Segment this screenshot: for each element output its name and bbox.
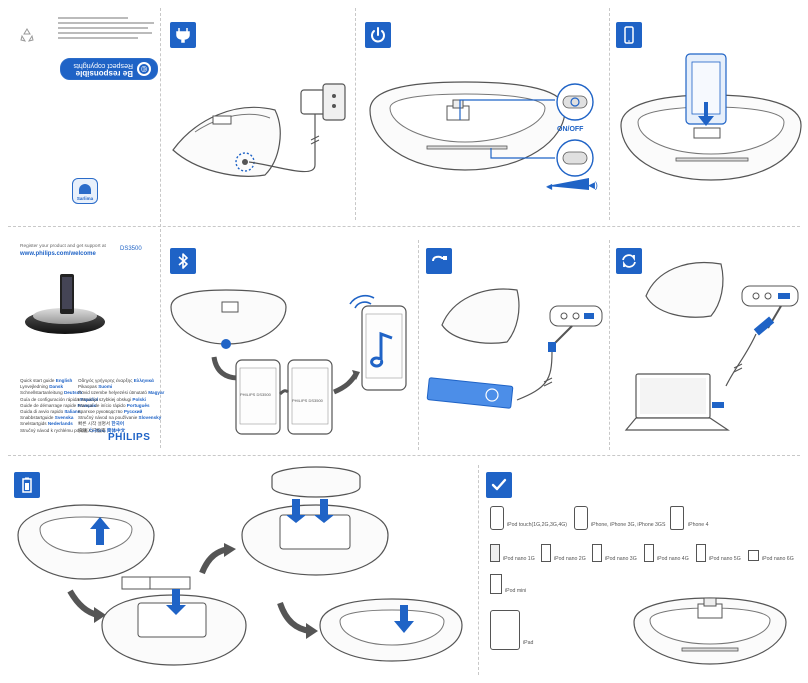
lang-row: Quick start guide English: [20, 378, 73, 383]
language-list-2: Οδηγός γρήγορης έναρξης Ελληνικά Pikaopa…: [78, 378, 164, 434]
ipad-icon: [490, 610, 520, 650]
power-illustration: [165, 70, 355, 220]
fine-print: [58, 14, 158, 42]
sync-illustration: [616, 256, 806, 446]
lang-row: Snabbstartguide Svenska: [20, 415, 74, 421]
device-label: iPod touch(1G,2G,3G,4G): [507, 522, 567, 528]
lang-row: Guide de démarrage rapide Français: [20, 402, 97, 408]
respect-copyrights-label: © Be responsible Respect copyrights: [60, 58, 158, 80]
lang-row: Rövid üzembe helyezési útmutató Magyar: [78, 390, 165, 396]
dock-illustration: [616, 50, 806, 200]
check-icon: [486, 472, 512, 498]
lang-row: Schnellstartanleitung Deutsch: [20, 390, 83, 396]
eco-label-text: Sarlima: [76, 196, 94, 201]
eco-label: Sarlima: [72, 178, 98, 204]
lang-row: Lynvejledning Dansk: [20, 384, 64, 390]
ipod-nano-icon: [696, 544, 706, 562]
recycle-icon: [20, 28, 34, 42]
lang-row: Οδηγός γρήγορης έναρξης Ελληνικά: [78, 378, 154, 383]
power-icon: [365, 22, 391, 48]
lang-row: Stručný návod na používanie Slovensky: [78, 415, 162, 421]
device-label: iPod nano 2G: [554, 556, 586, 562]
device-label: iPod nano 3G: [605, 556, 637, 562]
philips-logo: PHILIPS: [108, 432, 151, 443]
lang-row: Guida di avvio rapido Italiano: [20, 409, 81, 415]
plug-icon: [170, 22, 196, 48]
device-label: iPhone, iPhone 3G, iPhone 3GS: [591, 522, 666, 528]
register-text: Register your product and get support at: [20, 244, 106, 249]
sync-icon: [616, 248, 642, 274]
lang-row: Краткое руководство Русский: [78, 409, 143, 415]
ipod-nano-icon: [490, 544, 500, 562]
copyright-icon: ©: [137, 62, 151, 76]
product-photo: [20, 268, 110, 338]
lang-row: Stručný návod k rychlému použití Čeština: [20, 427, 106, 433]
battery-icon: [14, 472, 40, 498]
iphone-4-icon: [670, 506, 684, 530]
device-label: iPod nano 1G: [503, 556, 535, 562]
bluetooth-icon: [170, 248, 196, 274]
battery-illustration: [14, 465, 474, 675]
device-label: iPad: [523, 640, 534, 646]
volume-down-icon: ◀: [546, 182, 553, 191]
device-label: iPod nano 5G: [709, 556, 741, 562]
lang-row: 빠른 시작 설명서 한국어: [78, 421, 125, 427]
lang-row: Instrukcja szybkiej obsługi Polski: [78, 396, 146, 402]
bt-phone-label-1: PHILIPS DS3500: [240, 392, 271, 397]
bt-phone-label-2: PHILIPS DS3500: [292, 398, 323, 403]
volume-up-icon: ◀): [588, 180, 598, 190]
iphone-3g-icon: [574, 506, 588, 530]
ipod-mini-icon: [490, 574, 502, 594]
ipod-nano-icon: [541, 544, 551, 562]
device-label: iPod nano 4G: [657, 556, 689, 562]
dock-product: [630, 584, 790, 668]
respect-copyrights-text: Respect copyrights: [73, 62, 133, 69]
ipod-nano-icon: [644, 544, 654, 562]
onoff-label: ON/OFF: [557, 126, 584, 133]
model-number: DS3500: [120, 246, 142, 252]
lang-row: Pikaopas Suomi: [78, 384, 113, 390]
ipod-touch-icon: [490, 506, 504, 530]
onoff-illustration: [365, 70, 605, 200]
device-label: iPod mini: [505, 588, 527, 594]
ipod-nano-6g-icon: [748, 550, 759, 561]
lang-row: Snelstartgids Nederlands: [20, 421, 73, 427]
be-responsible-text: Be responsible: [75, 69, 133, 78]
device-label: iPod nano 6G: [762, 556, 794, 562]
aux-illustration: [422, 270, 607, 430]
lang-row: 快速入门指南 简体中文: [78, 427, 126, 433]
ipod-nano-icon: [592, 544, 602, 562]
device-label: iPhone 4: [688, 522, 709, 528]
bluetooth-illustration: [166, 282, 416, 442]
language-list-1: Quick start guide English Lynvejledning …: [20, 378, 106, 434]
lang-row: Guía de configuración rápida Español: [20, 396, 99, 402]
lang-row: Manual de início rápido Português: [78, 402, 150, 408]
register-url[interactable]: www.philips.com/welcome: [20, 251, 96, 257]
aux-cable-icon: [426, 248, 452, 274]
iphone-icon: [616, 22, 642, 48]
